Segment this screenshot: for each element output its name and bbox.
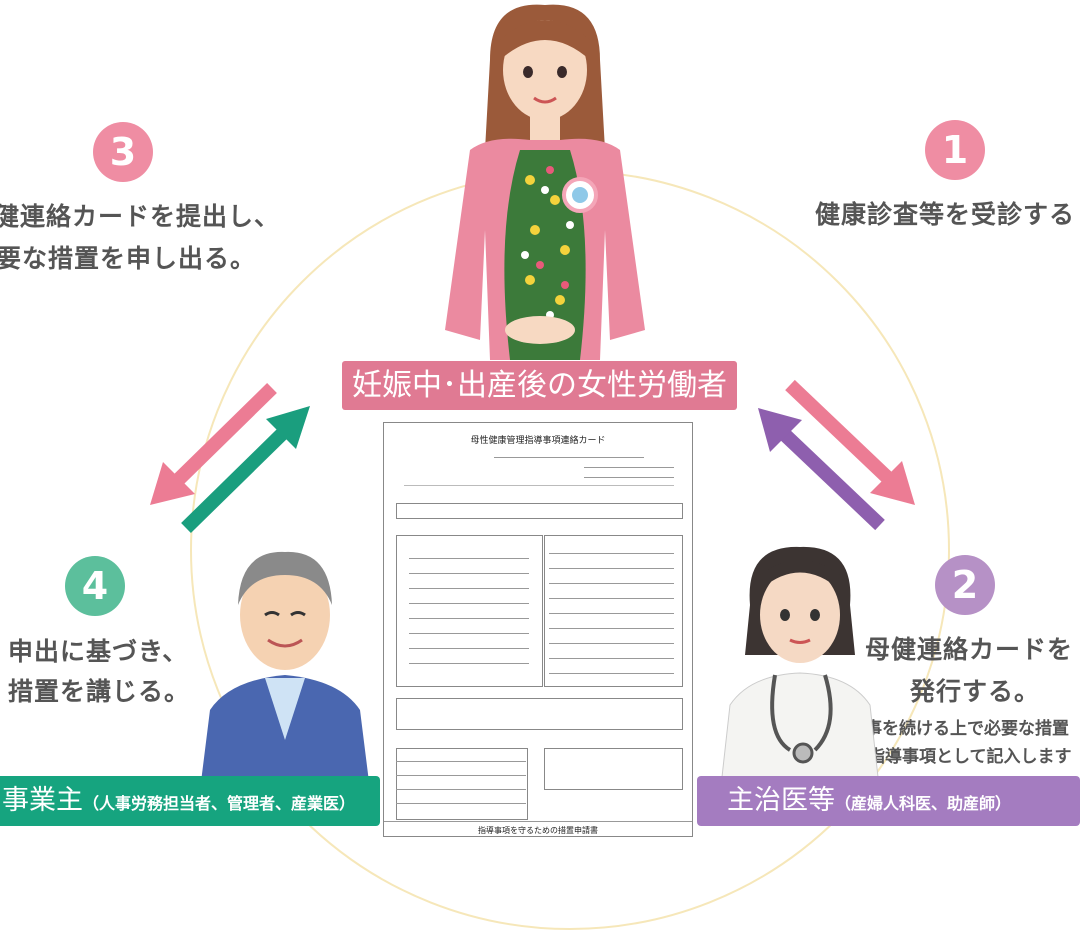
step-1-number: 1 (925, 120, 985, 180)
step-4-text-line1: 申出に基づき、 (8, 637, 189, 666)
doctor-label: 主治医等（産婦人科医、助産師） (697, 776, 1080, 826)
employer-label-detail: （人事労務担当者、管理者、産業医） (83, 794, 356, 813)
step-2-text-line1: 母健連絡カードを (865, 635, 1074, 664)
step-2-number: 2 (935, 555, 995, 615)
step-4-number: 4 (65, 556, 125, 616)
card-symptoms-table (396, 535, 543, 687)
employer-illustration (200, 551, 370, 790)
step-2-text-line2: 発行する。 (910, 677, 1041, 706)
pregnant-worker-label: 妊娠中･出産後の女性労働者 (342, 361, 737, 410)
card-notes-box (396, 698, 683, 730)
pregnant-woman-illustration (445, 4, 645, 360)
card-measures-table (544, 535, 683, 687)
doctor-illustration (719, 546, 881, 795)
step-2-subtext-line2: 指導事項として記入します (868, 747, 1072, 767)
doctor-label-title: 主治医等 (727, 785, 835, 816)
card-name-row (396, 503, 683, 519)
card-title: 母性健康管理指導事項連絡カード (470, 436, 606, 446)
doctor-label-detail: （産婦人科医、助産師） (835, 794, 1012, 813)
step-3-text-line1: 健連絡カードを提出し、 (0, 202, 281, 231)
step-3-number: 3 (93, 122, 153, 182)
step-4-text-line2: 措置を講じる。 (8, 677, 191, 706)
employer-label-title: 事業主 (2, 785, 83, 816)
step-3-text-line2: 要な措置を申し出る。 (0, 244, 257, 273)
card-footer-title: 指導事項を守るための措置申請書 (478, 826, 598, 835)
employer-label: 事業主（人事労務担当者、管理者、産業医） (0, 776, 380, 826)
maternal-health-card-document: 母性健康管理指導事項連絡カード 指導事項を守るための措置申請書 (383, 422, 693, 837)
step-1-text: 健康診査等を受診する (815, 200, 1076, 229)
step-2-subtext-line1: 仕事を続ける上で必要な措置 (848, 719, 1069, 739)
card-other-table (544, 748, 683, 790)
card-period-table (396, 748, 528, 820)
